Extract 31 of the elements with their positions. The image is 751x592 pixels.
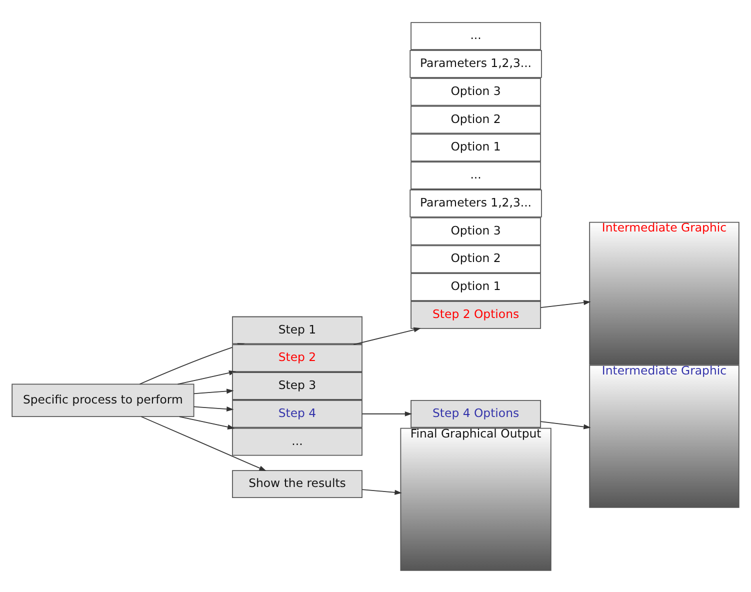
- node-box: Step 4 Options: [410, 399, 541, 428]
- node-box: ...: [232, 427, 362, 456]
- node-box: Option 2: [410, 105, 541, 134]
- node-box: Parameters 1,2,3...: [410, 50, 542, 78]
- node-box: Option 3: [410, 216, 541, 245]
- arrow: [353, 326, 421, 345]
- arrow: [540, 300, 591, 308]
- node-box: Option 3: [410, 77, 541, 106]
- node-box: ...: [410, 161, 541, 189]
- node-box: Final Graphical Output: [400, 427, 552, 570]
- arrow: [362, 410, 412, 416]
- node-box: Option 1: [410, 272, 541, 300]
- node-box: ...: [410, 22, 541, 50]
- node-box: Step 2 Options: [410, 300, 541, 328]
- node-box: Specific process to perform: [12, 383, 194, 417]
- node-box: Step 1: [232, 316, 362, 344]
- node-box: Step 3: [232, 372, 362, 400]
- node-box: Show the results: [232, 470, 362, 498]
- node-box: Step 4: [232, 399, 362, 428]
- node-box: Option 1: [410, 133, 541, 162]
- arrow: [540, 420, 591, 429]
- arrow: [193, 406, 234, 412]
- node-box: Intermediate Graphic: [589, 364, 740, 508]
- arrow: [362, 488, 402, 494]
- arrow: [140, 416, 266, 471]
- arrow: [178, 416, 235, 429]
- node-box: Parameters 1,2,3...: [410, 188, 542, 217]
- arrow: [193, 388, 234, 394]
- node-box: Option 2: [410, 244, 541, 273]
- node-box: Intermediate Graphic: [589, 221, 740, 364]
- arrow: [177, 370, 236, 384]
